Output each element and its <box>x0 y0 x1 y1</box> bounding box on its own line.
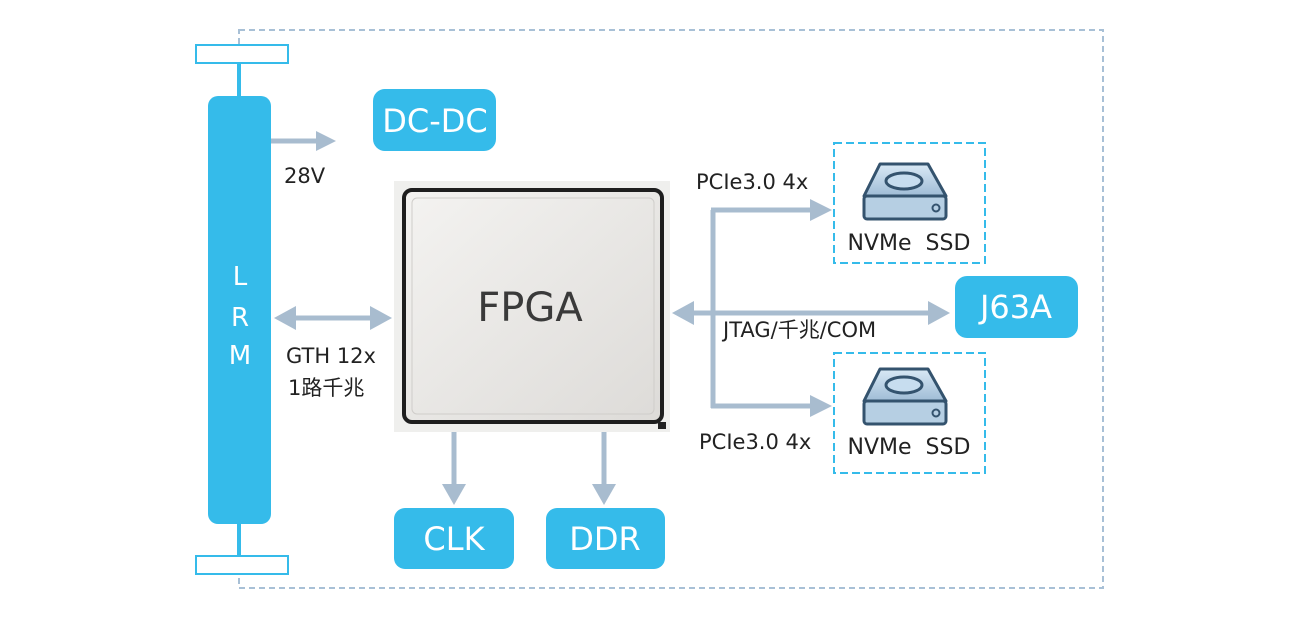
arrow-fpga-to-ddr <box>592 432 616 505</box>
arrow-lrm-to-dcdc <box>271 131 336 151</box>
arrow-fpga-j63a <box>672 301 950 325</box>
ddr-block: DDR <box>546 508 665 569</box>
fpga-chip: FPGA <box>394 181 670 432</box>
lrm-letter-r: R <box>231 303 249 333</box>
gth-label-line1: GTH 12x <box>286 344 376 368</box>
ssd-top: NVMe SSD <box>833 142 986 264</box>
lrm-bottom-rail <box>195 522 289 575</box>
hard-drive-icon <box>862 367 948 426</box>
jtag-label: JTAG/千兆/COM <box>721 318 876 342</box>
ddr-label: DDR <box>569 520 641 558</box>
arrow-lrm-fpga <box>274 306 392 330</box>
hard-drive-icon <box>862 162 948 221</box>
j63a-block: J63A <box>955 276 1078 338</box>
ssd-bottom: NVMe SSD <box>833 352 986 474</box>
j63a-label: J63A <box>978 288 1052 326</box>
lrm-letter-l: L <box>233 262 248 292</box>
lrm-module: L R M <box>208 96 271 524</box>
lrm-letter-m: M <box>229 341 251 371</box>
ssd-top-label: NVMe SSD <box>848 231 971 256</box>
pcie-top-label: PCIe3.0 4x <box>696 170 808 194</box>
gth-label-line2: 1路千兆 <box>288 376 364 400</box>
fpga-label: FPGA <box>477 285 583 331</box>
clk-block: CLK <box>394 508 514 569</box>
lrm-top-rail <box>195 44 289 98</box>
arrow-fpga-to-clk <box>442 432 466 505</box>
ssd-bottom-label: NVMe SSD <box>848 435 971 460</box>
pcie-bottom-label: PCIe3.0 4x <box>699 430 811 454</box>
clk-label: CLK <box>423 520 485 558</box>
voltage-label: 28V <box>284 164 326 188</box>
dcdc-block: DC-DC <box>373 89 496 151</box>
dcdc-label: DC-DC <box>382 102 488 140</box>
arrow-bus-to-ssds <box>710 199 832 417</box>
